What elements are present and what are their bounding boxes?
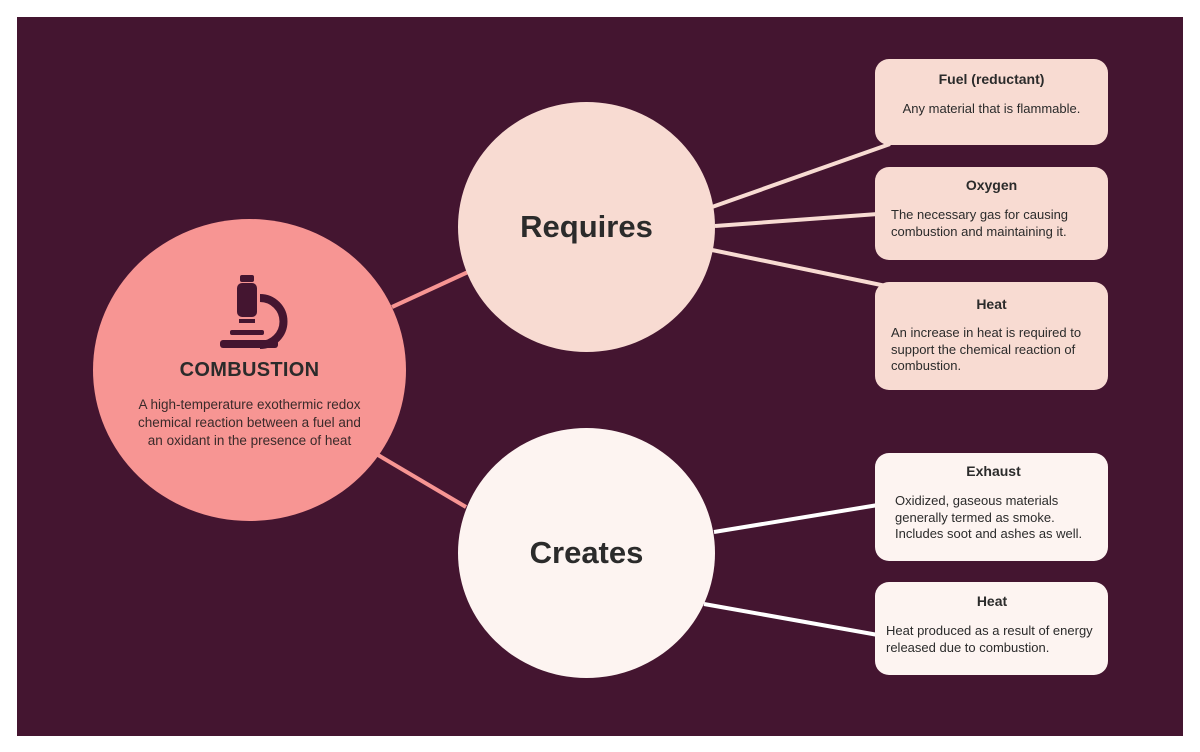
creates-label: Creates xyxy=(529,535,644,570)
heat-produced-box: Heat Heat produced as a result of energy… xyxy=(875,582,1108,675)
exhaust-text: Oxidized, gaseous materials generally te… xyxy=(895,493,1083,541)
heat-required-text: An increase in heat is required to suppo… xyxy=(891,325,1082,373)
requires-node: Requires xyxy=(458,102,715,352)
connector-requires-oxygen xyxy=(714,212,879,228)
heat-produced-title: Heat xyxy=(976,593,1008,609)
requires-label: Requires xyxy=(520,209,653,244)
heat-produced-text: Heat produced as a result of energy rele… xyxy=(886,623,1093,655)
fuel-box: Fuel (reductant) Any material that is fl… xyxy=(875,59,1108,145)
connector-requires-fuel xyxy=(711,142,891,209)
creates-node: Creates xyxy=(458,428,715,678)
combustion-title: COMBUSTION xyxy=(179,358,320,381)
connector-creates-exhaust xyxy=(713,503,879,534)
heat-required-title: Heat xyxy=(976,296,1007,312)
exhaust-title: Exhaust xyxy=(966,463,1021,479)
exhaust-box: Exhaust Oxidized, gaseous materials gene… xyxy=(875,453,1108,561)
connector-creates-heat xyxy=(703,602,879,637)
connector-main-requires xyxy=(391,270,469,309)
combustion-node: COMBUSTION A high-temperature exothermic… xyxy=(93,219,406,521)
fuel-title: Fuel (reductant) xyxy=(938,71,1045,87)
oxygen-box: Oxygen The necessary gas for causing com… xyxy=(875,167,1108,260)
oxygen-title: Oxygen xyxy=(965,177,1018,193)
combustion-description: A high-temperature exothermic redox chem… xyxy=(138,396,361,448)
fuel-text: Any material that is flammable. xyxy=(902,101,1081,116)
connector-requires-heat xyxy=(711,248,887,288)
connector-main-creates xyxy=(376,453,468,509)
oxygen-text: The necessary gas for causing combustion… xyxy=(891,207,1069,239)
heat-required-box: Heat An increase in heat is required to … xyxy=(875,282,1108,390)
microscope-icon xyxy=(219,274,287,349)
